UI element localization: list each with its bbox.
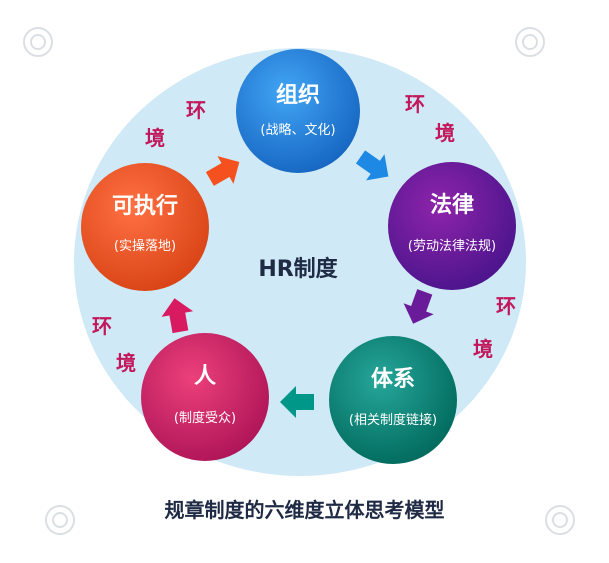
node-law-subtitle: (劳动法律法规) — [408, 238, 496, 254]
arrow-sys-to-ppl — [280, 386, 314, 418]
node-ppl-subtitle: (制度受众) — [174, 410, 236, 426]
svg-text:环: 环 — [186, 98, 206, 122]
node-exec: 可执行 (实操落地) — [81, 163, 209, 291]
center-label: HR制度 — [258, 256, 338, 282]
svg-text:境: 境 — [145, 126, 165, 150]
node-sys: 体系 (相关制度链接) — [329, 336, 457, 464]
node-org: 组织 (战略、文化) — [236, 49, 360, 173]
node-law: 法律 (劳动法律法规) — [388, 162, 516, 290]
arrow-org-to-law — [355, 150, 389, 181]
arrow-ppl-to-exec — [161, 298, 194, 334]
node-ppl: 人 (制度受众) — [141, 333, 269, 461]
svg-text:环: 环 — [92, 314, 112, 338]
watermark-logo-icon — [45, 505, 75, 535]
watermark-logo-icon — [23, 27, 53, 57]
node-ppl-title: 人 — [194, 364, 216, 389]
env-label-left: 环 境 — [92, 314, 136, 375]
env-label-top-right: 环 境 — [405, 92, 455, 145]
watermark-logo-icon — [515, 27, 545, 57]
node-org-title: 组织 — [276, 82, 320, 108]
node-sys-title: 体系 — [371, 367, 415, 392]
arrow-law-to-sys — [403, 289, 434, 324]
node-sys-subtitle: (相关制度链接) — [349, 412, 437, 428]
node-org-subtitle: (战略、文化) — [260, 122, 335, 138]
svg-text:环: 环 — [405, 92, 425, 116]
env-label-right: 环 境 — [473, 294, 516, 361]
node-exec-title: 可执行 — [112, 193, 178, 219]
node-exec-subtitle: (实操落地) — [114, 238, 176, 254]
svg-text:境: 境 — [116, 351, 136, 375]
env-label-top-left: 环 境 — [145, 98, 206, 150]
svg-text:环: 环 — [496, 294, 516, 318]
arrow-exec-to-org — [205, 156, 240, 186]
diagram-caption: 规章制度的六维度立体思考模型 — [164, 498, 445, 522]
svg-text:境: 境 — [435, 121, 455, 145]
node-law-title: 法律 — [430, 192, 474, 218]
svg-text:境: 境 — [473, 337, 493, 361]
watermark-logo-icon — [545, 505, 575, 535]
